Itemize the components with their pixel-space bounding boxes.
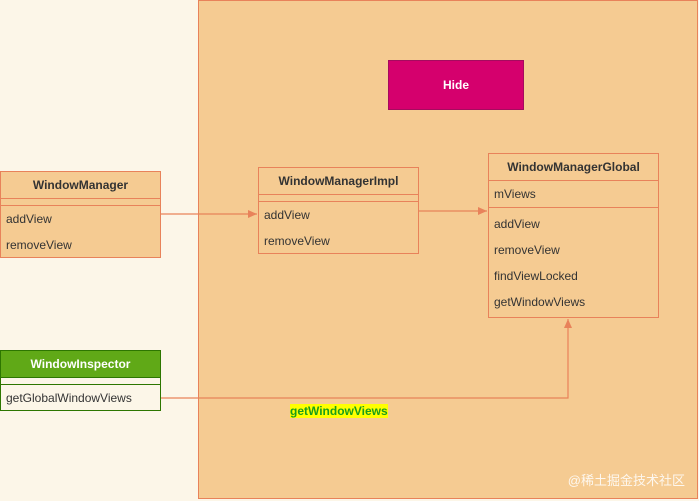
class-divider [259, 195, 418, 202]
class-title: WindowManagerImpl [259, 168, 418, 195]
arrow-inspector-to-global [161, 319, 572, 399]
class-title: WindowInspector [1, 351, 160, 378]
class-divider [1, 378, 160, 385]
window-manager-global-class: WindowManagerGlobal mViews addView remov… [488, 153, 659, 318]
method-add-view: addView [264, 208, 310, 222]
method-find-view-locked: findViewLocked [494, 269, 578, 283]
field-m-views: mViews [489, 181, 658, 208]
window-manager-impl-class: WindowManagerImpl addView removeView [258, 167, 419, 254]
window-inspector-class: WindowInspector getGlobalWindowViews [0, 350, 161, 411]
method-remove-view: removeView [6, 238, 72, 252]
method-get-global-window-views: getGlobalWindowViews [6, 391, 132, 405]
method-add-view: addView [6, 212, 52, 226]
class-title: WindowManager [1, 172, 160, 199]
method-remove-view: removeView [494, 243, 560, 257]
watermark: @稀土掘金技术社区 [567, 473, 685, 488]
method-remove-view: removeView [264, 234, 330, 248]
hide-label: Hide [442, 78, 469, 92]
hide-box: Hide [388, 60, 524, 110]
class-title: WindowManagerGlobal [489, 154, 658, 181]
edge-label-get-window-views: getWindowViews [290, 404, 388, 418]
method-add-view: addView [494, 217, 540, 231]
class-divider [1, 199, 160, 206]
window-manager-class: WindowManager addView removeView [0, 171, 161, 258]
method-get-window-views: getWindowViews [494, 295, 586, 309]
